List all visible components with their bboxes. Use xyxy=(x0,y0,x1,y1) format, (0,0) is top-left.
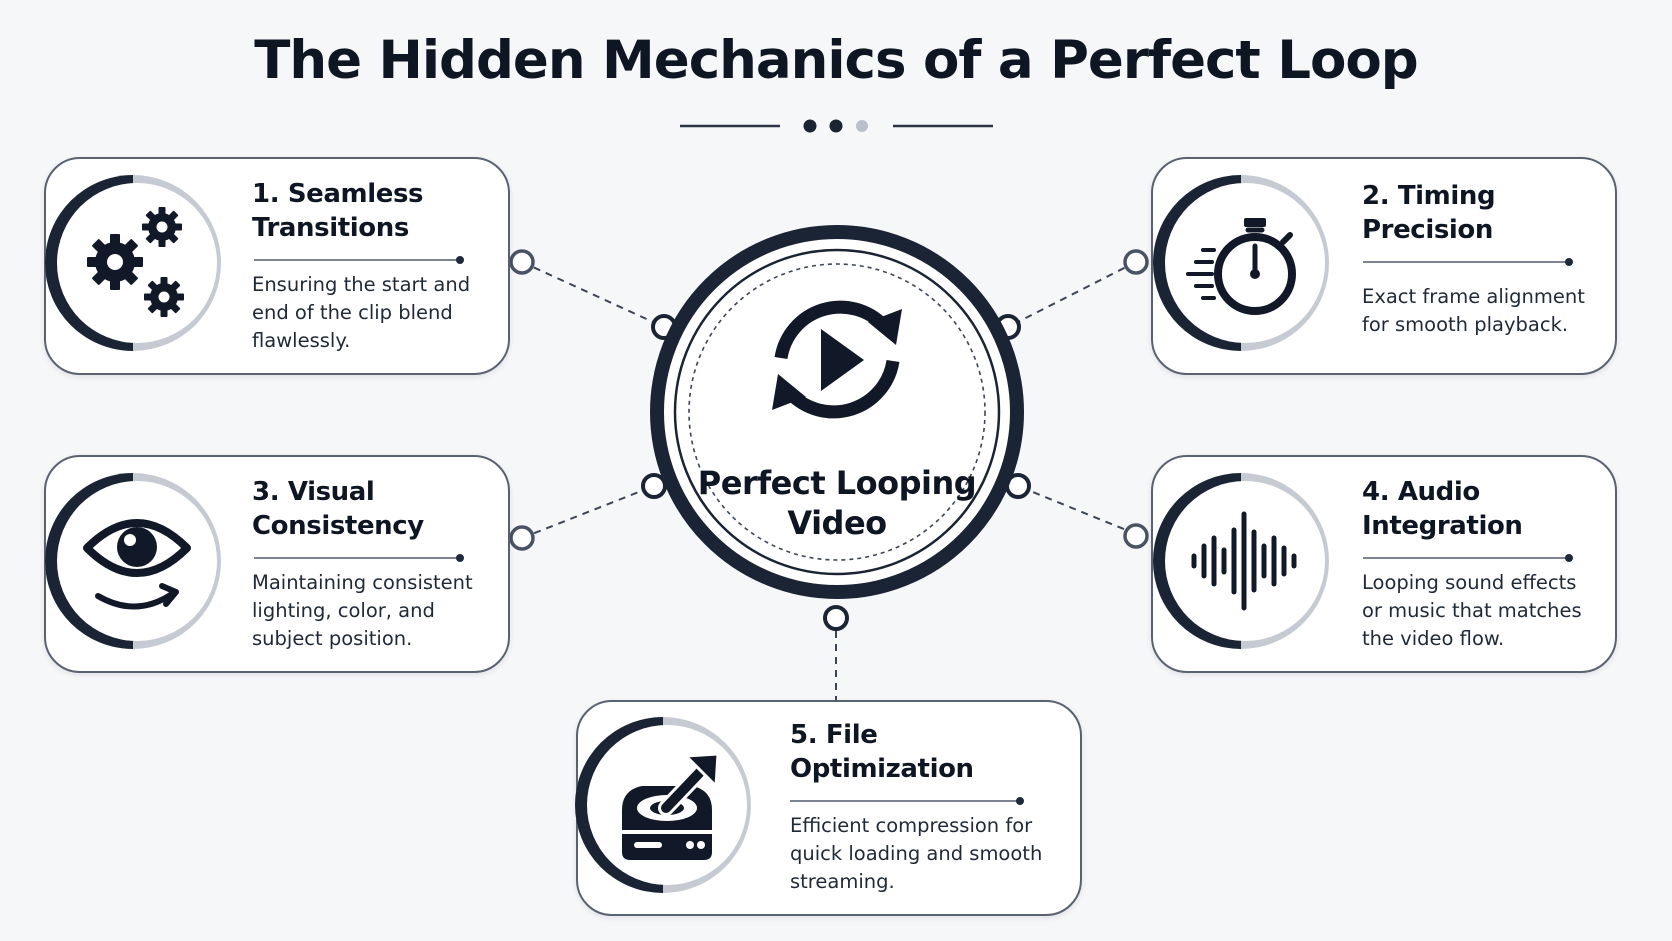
gears-icon xyxy=(40,170,226,356)
card-desc-line: Ensuring the start and xyxy=(252,273,471,296)
card-title-line: 3. Visual xyxy=(252,477,375,507)
hub-perfect-looping-video: Perfect Looping Video xyxy=(650,225,1024,599)
card-desc-line: Maintaining consistent xyxy=(252,571,473,594)
sound-wave-icon xyxy=(1148,468,1334,654)
stopwatch-icon xyxy=(1148,170,1334,356)
title-divider xyxy=(680,119,993,133)
card-desc-line: end of the clip blend xyxy=(252,301,453,324)
hub-label-line: Perfect Looping xyxy=(697,464,977,502)
card-title-line: Precision xyxy=(1362,215,1493,245)
card-desc-line: the video flow. xyxy=(1362,627,1505,650)
card-divider xyxy=(254,554,464,562)
card-desc-line: Efficient compression for xyxy=(790,814,1033,837)
card-desc-line: for smooth playback. xyxy=(1362,313,1569,336)
card-divider xyxy=(790,797,1024,805)
card-title-line: 2. Timing xyxy=(1362,181,1496,211)
card-desc-line: lighting, color, and xyxy=(252,599,435,622)
card-title-line: Optimization xyxy=(790,754,974,784)
card-title-line: Integration xyxy=(1362,511,1523,541)
card-desc-line: or music that matches xyxy=(1362,599,1582,622)
card-desc-line: flawlessly. xyxy=(252,329,351,352)
card-title-line: 5. File xyxy=(790,720,878,750)
drive-export-icon xyxy=(570,712,756,898)
page-title: The Hidden Mechanics of a Perfect Loop xyxy=(254,30,1419,91)
card-desc-line: Exact frame alignment xyxy=(1362,285,1585,308)
card-desc-line: Looping sound effects xyxy=(1362,571,1577,594)
card-divider xyxy=(1363,258,1573,266)
card-desc-line: quick loading and smooth xyxy=(790,842,1043,865)
card-desc-line: streaming. xyxy=(790,870,895,893)
card-desc-line: subject position. xyxy=(252,627,413,650)
card-divider xyxy=(1363,554,1573,562)
card-divider xyxy=(254,256,464,264)
hub-label-line: Video xyxy=(787,504,887,542)
card-title-line: Transitions xyxy=(252,213,409,243)
card-title-line: Consistency xyxy=(252,511,424,541)
loop-play-icon xyxy=(772,300,902,419)
eye-icon xyxy=(40,468,226,654)
card-title-line: 1. Seamless xyxy=(252,179,424,209)
card-title-line: 4. Audio xyxy=(1362,477,1480,507)
